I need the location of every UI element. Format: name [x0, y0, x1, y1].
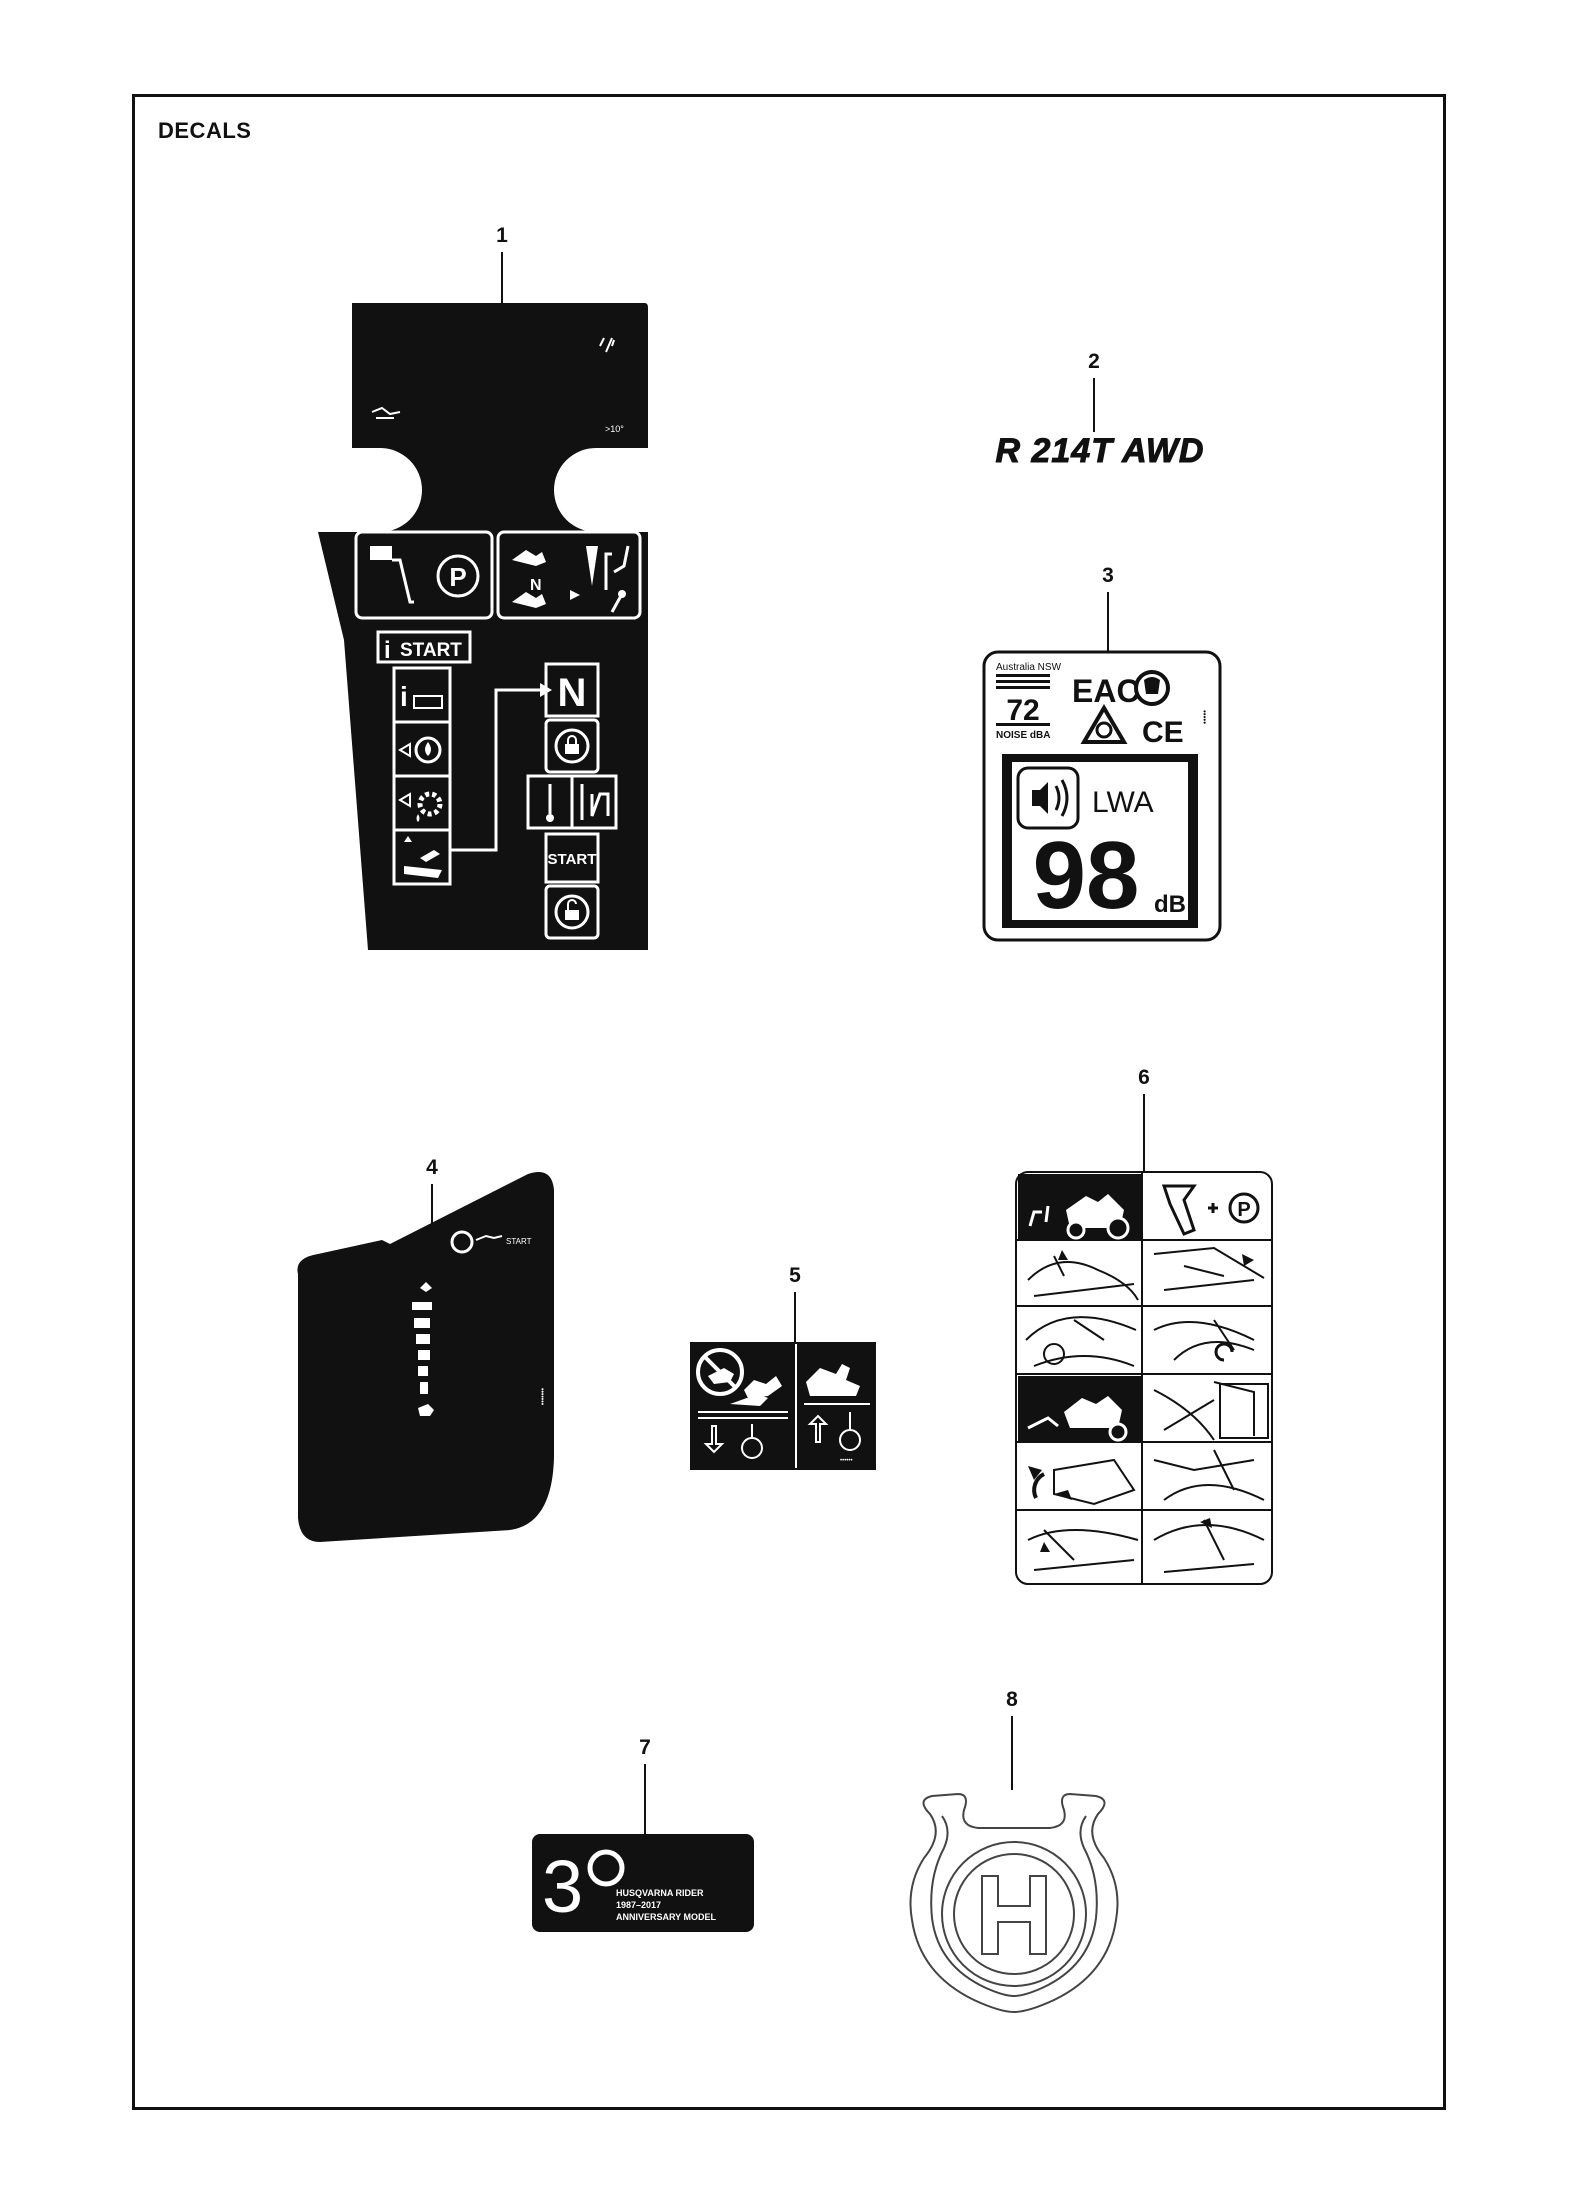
decal-8-crown-emblem-icon	[909, 1792, 1119, 2014]
callout-6: 6	[1138, 1066, 1150, 1089]
leader-3	[1107, 592, 1109, 654]
page-title: DECALS	[158, 118, 252, 143]
decal-5-slope-warning: ••••••	[690, 1342, 876, 1470]
ce-mark: CE	[1142, 716, 1184, 749]
noise-value: 72	[1006, 694, 1039, 727]
decal-6-instruction-grid: P	[1015, 1171, 1273, 1585]
callout-4: 4	[426, 1156, 438, 1179]
callout-2: 2	[1088, 350, 1100, 373]
page-frame	[132, 94, 1446, 2110]
start-small-text: START	[506, 1237, 532, 1246]
eac-mark: EAC	[1072, 673, 1140, 709]
svg-text:i: i	[384, 637, 391, 664]
anniversary-line-2: 1987–2017	[616, 1900, 661, 1910]
svg-text:•••••••: •••••••	[538, 1388, 545, 1406]
start-header-text: START	[400, 640, 462, 661]
model-name: R 214T AWD	[995, 432, 1204, 470]
leader-7	[644, 1764, 646, 1834]
neutral-small-text: N	[530, 577, 542, 594]
lwa-label: LWA	[1092, 786, 1154, 819]
sound-power-value: 98	[1033, 822, 1140, 929]
decal-7-anniversary-badge: 3 HUSQVARNA RIDER 1987–2017 ANNIVERSARY …	[532, 1834, 754, 1932]
neutral-text: N	[558, 671, 587, 715]
leader-6	[1143, 1094, 1145, 1172]
callout-7: 7	[639, 1736, 651, 1759]
parking-mark: P	[1237, 1199, 1250, 1221]
svg-text:••••••: ••••••	[840, 1458, 853, 1464]
anniversary-line-3: ANNIVERSARY MODEL	[616, 1912, 717, 1922]
callout-8: 8	[1006, 1688, 1018, 1711]
svg-text:•••••: •••••	[1200, 710, 1209, 724]
callout-3: 3	[1102, 564, 1114, 587]
db-unit: dB	[1154, 891, 1186, 918]
callout-1: 1	[496, 224, 508, 247]
leader-8	[1011, 1716, 1013, 1790]
callout-5: 5	[789, 1264, 801, 1287]
slope-label: >10°	[605, 424, 624, 434]
decal-2-model-badge: R 214T AWD	[995, 432, 1204, 471]
leader-5	[794, 1292, 796, 1344]
leader-4	[431, 1184, 433, 1236]
anniversary-numeral: 3	[542, 1845, 583, 1928]
anniversary-line-1: HUSQVARNA RIDER	[616, 1888, 704, 1898]
region-text: Australia NSW	[996, 662, 1062, 673]
start-lower-text: START	[548, 851, 597, 868]
leader-2	[1093, 378, 1095, 432]
svg-text:i: i	[400, 681, 408, 712]
decal-4-side-panel: START •••••••	[297, 1172, 554, 1542]
leader-1	[501, 252, 503, 306]
decal-3-noise-label: Australia NSW 72 NOISE dBA EAC CE ••••• …	[982, 650, 1222, 942]
noise-label: NOISE dBA	[996, 730, 1050, 741]
parking-text: P	[449, 562, 466, 592]
